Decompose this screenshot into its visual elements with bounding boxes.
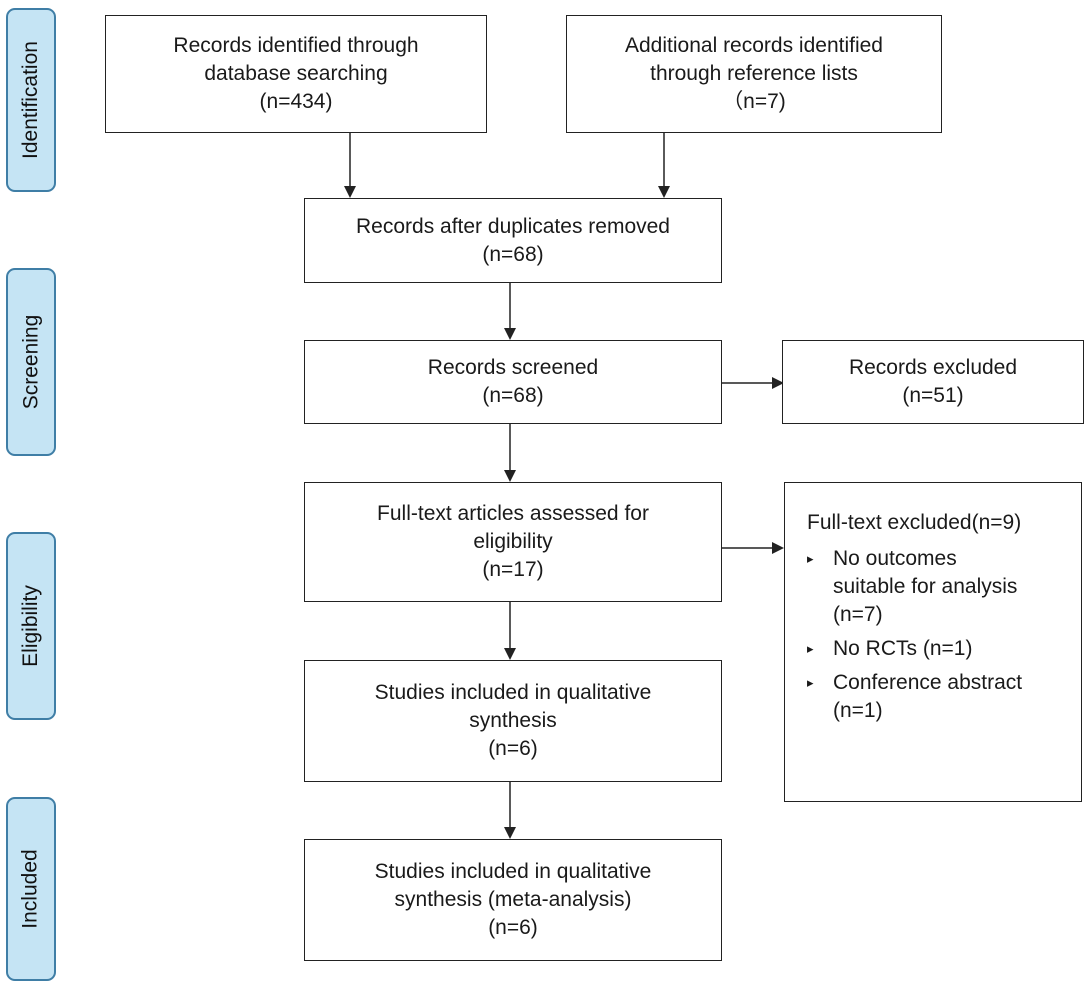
bullet-icon: ▸ bbox=[807, 551, 814, 566]
box-fulltext-excluded: Full-text excluded(n=9) ▸ No outcomes su… bbox=[784, 482, 1082, 802]
bullet-icon: ▸ bbox=[807, 675, 814, 690]
box-additional-records: Additional records identified through re… bbox=[566, 15, 942, 133]
exclusion-reason: ▸ No RCTs (n=1) bbox=[807, 635, 1071, 663]
exclusion-reason: ▸ No outcomes suitable for analysis (n=7… bbox=[807, 547, 1018, 626]
stage-screening: Screening bbox=[6, 268, 56, 456]
box-records-excluded: Records excluded (n=51) bbox=[782, 340, 1084, 424]
stage-eligibility: Eligibility bbox=[6, 532, 56, 720]
bullet-icon: ▸ bbox=[807, 641, 814, 656]
exclusion-reasons-list: ▸ No outcomes suitable for analysis (n=7… bbox=[807, 545, 1071, 725]
box-meta-analysis: Studies included in qualitative synthesi… bbox=[304, 839, 722, 961]
exclusion-reason: ▸ Conference abstract (n=1) bbox=[807, 671, 1023, 722]
fulltext-excluded-heading: Full-text excluded(n=9) bbox=[807, 511, 1022, 534]
box-records-screened: Records screened (n=68) bbox=[304, 340, 722, 424]
box-qualitative-synthesis: Studies included in qualitative synthesi… bbox=[304, 660, 722, 782]
stage-included: Included bbox=[6, 797, 56, 981]
stage-identification: Identification bbox=[6, 8, 56, 192]
box-database-records: Records identified through database sear… bbox=[105, 15, 487, 133]
box-fulltext-assessed: Full-text articles assessed for eligibil… bbox=[304, 482, 722, 602]
box-duplicates-removed: Records after duplicates removed (n=68) bbox=[304, 198, 722, 283]
